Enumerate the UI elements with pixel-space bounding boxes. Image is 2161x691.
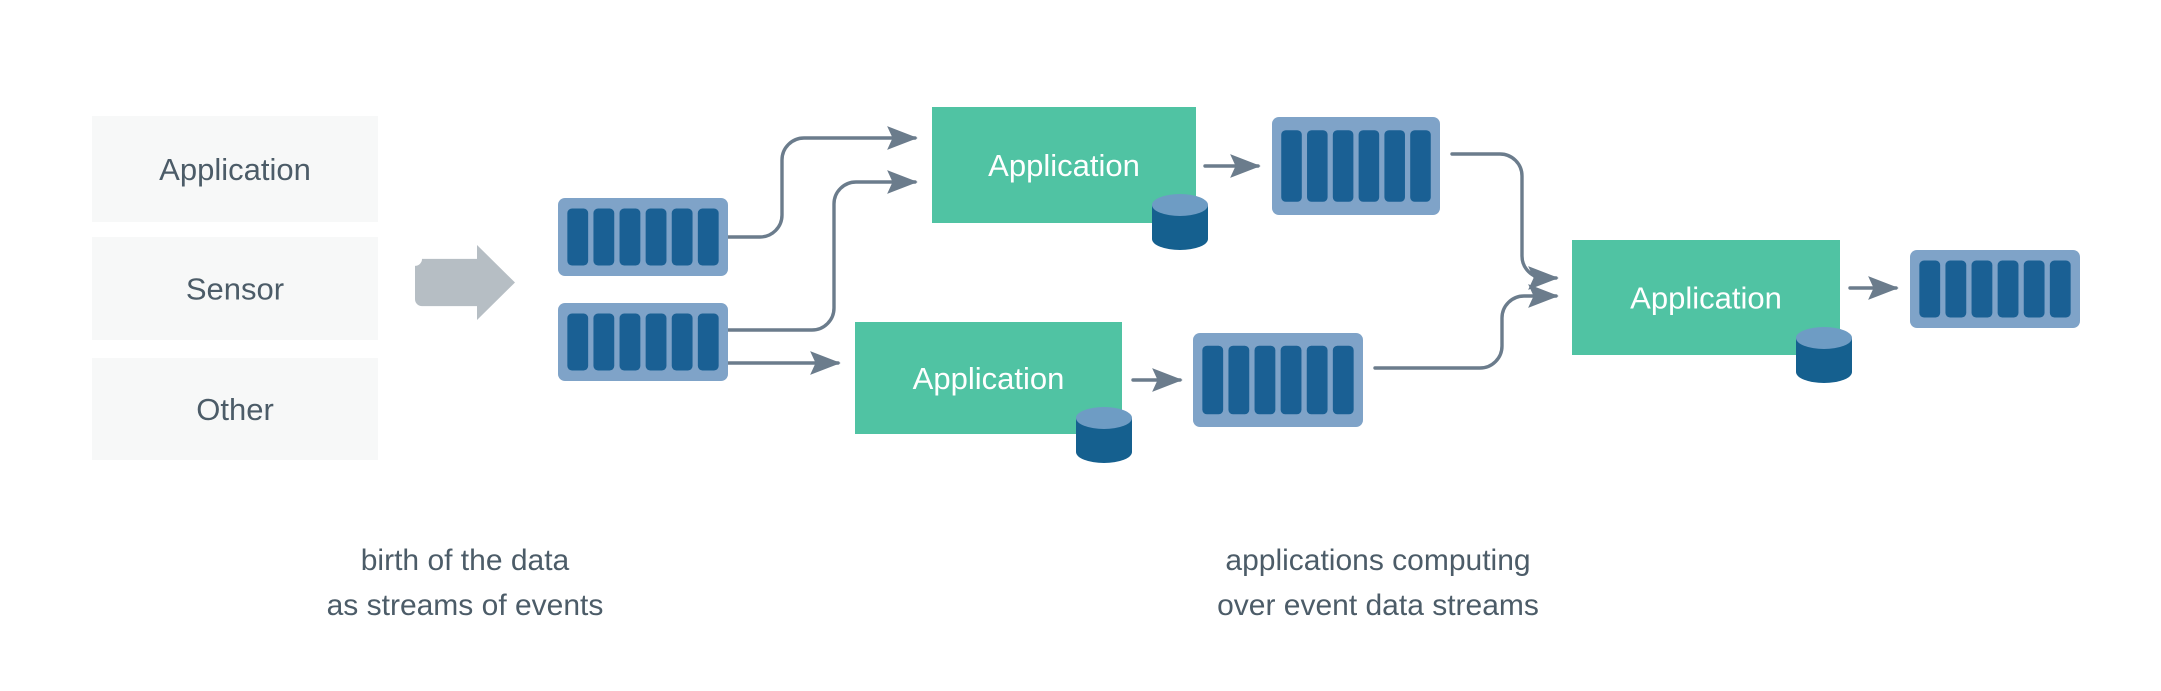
stream-partition-bar: [1971, 260, 1993, 318]
database-cylinder-icon: [1796, 327, 1852, 383]
database-cylinder-icon: [1076, 407, 1132, 463]
stream-partition-bar: [671, 313, 693, 371]
connector-src1-to-apptop: [726, 126, 918, 239]
source-box-other[interactable]: Other: [92, 358, 378, 460]
stream-partition-bar: [1281, 130, 1302, 202]
stream-partition-bar: [619, 208, 641, 266]
source-label-sensor: Sensor: [186, 272, 284, 307]
application-right[interactable]: Application: [1572, 240, 1852, 383]
connector-src2-to-apptop: [726, 170, 918, 332]
stream-icon: [1193, 333, 1363, 427]
stream-partition-bar: [697, 208, 719, 266]
stream-partition-bar: [1202, 345, 1224, 415]
stream-icon: [558, 303, 728, 381]
stream-partition-bar: [593, 313, 615, 371]
stream-partition-bar: [1919, 260, 1941, 318]
caption-left-line-2: as streams of events: [327, 589, 604, 622]
stream-partition-bar: [645, 313, 667, 371]
stream-icon: [1910, 250, 2080, 328]
stream-partition-bar: [1306, 345, 1328, 415]
application-label: Application: [1630, 281, 1782, 316]
application-top[interactable]: Application: [932, 107, 1208, 250]
connector-streambottom-to-appright: [1373, 284, 1559, 370]
connector-streamtop-to-appright: [1450, 152, 1559, 290]
stream-partition-bar: [1332, 130, 1354, 202]
stream-partition-bar: [1280, 345, 1302, 415]
stream-icon: [558, 198, 728, 276]
stream-partition-bar: [1945, 260, 1967, 318]
database-cylinder-icon: [1152, 194, 1208, 250]
stream-partition-bar: [1997, 260, 2019, 318]
application-label: Application: [988, 148, 1140, 183]
application-label: Application: [913, 361, 1065, 396]
caption-right: applications computing over event data s…: [1217, 544, 1539, 622]
stream-partition-bar: [593, 208, 615, 266]
big-right-arrow-icon: [415, 245, 515, 320]
application-bottom[interactable]: Application: [855, 322, 1132, 463]
caption-right-line-2: over event data streams: [1217, 589, 1539, 622]
stream-partition-bar: [1254, 345, 1276, 415]
caption-left: birth of the data as streams of events: [327, 544, 604, 622]
source-label-application: Application: [159, 152, 311, 187]
source-box-sensor[interactable]: Sensor: [92, 237, 378, 340]
stream-icon: [1272, 117, 1440, 215]
stream-partition-bar: [567, 313, 589, 371]
connector-group: [726, 126, 1899, 392]
stream-partition-bar: [1358, 130, 1380, 202]
stream-partition-bar: [567, 208, 589, 266]
caption-right-line-1: applications computing: [1225, 544, 1530, 577]
source-label-other: Other: [196, 392, 274, 427]
stream-partition-bar: [619, 313, 641, 371]
stream-partition-bar: [2023, 260, 2045, 318]
stream-partition-bar: [1228, 345, 1250, 415]
stream-partition-bar: [1307, 130, 1328, 202]
caption-left-line-1: birth of the data: [361, 544, 570, 577]
source-box-application[interactable]: Application: [92, 116, 378, 222]
stream-icons-layer: [558, 117, 2080, 427]
stream-partition-bar: [2049, 260, 2071, 318]
stream-partition-bar: [645, 208, 667, 266]
stream-partition-bar: [1332, 345, 1354, 415]
stream-partition-bar: [671, 208, 693, 266]
stream-partition-bar: [1384, 130, 1405, 202]
stream-partition-bar: [1410, 130, 1431, 202]
stream-partition-bar: [697, 313, 719, 371]
